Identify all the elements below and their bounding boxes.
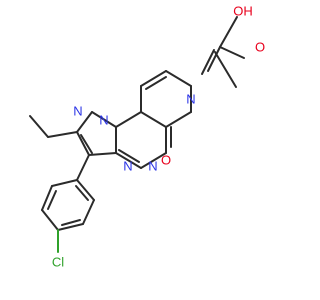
structure-canvas: OH O N O N N N N Cl xyxy=(29,4,265,270)
bond-ch2-n xyxy=(214,51,237,88)
bond-acid-coh xyxy=(219,46,245,59)
bond-phenyl-5 xyxy=(82,199,95,225)
bond-phenyl-double-3 xyxy=(75,185,89,201)
bond-pyrazole-1 xyxy=(91,111,117,128)
bond-phenyl-4 xyxy=(57,223,84,231)
bond-triazine-3 xyxy=(115,152,142,169)
bond-phenyl-double-1 xyxy=(47,190,57,210)
bond-ring6-4 xyxy=(140,111,167,128)
bond-ring6-3 xyxy=(165,111,192,128)
bond-phenyl-2 xyxy=(41,185,53,211)
bond-phenyl-link xyxy=(76,154,90,181)
bond-triazine-double xyxy=(118,149,140,163)
bond-pyrazole-double xyxy=(80,134,93,154)
bond-phenyl-6 xyxy=(76,179,95,201)
atom-n-ring6: N xyxy=(186,92,195,107)
bond-ring6-double xyxy=(145,76,167,90)
atom-n-pyrazole-2: N xyxy=(73,104,82,119)
bond-triazine-4 xyxy=(140,152,167,169)
bond-phenyl-1 xyxy=(51,179,78,187)
molecule-structure: OH O N O N N N N Cl xyxy=(29,4,265,270)
bond-pyrazole-2 xyxy=(76,111,93,133)
bond-pyrazole-3 xyxy=(76,131,90,156)
atom-n-pyrazole-1: N xyxy=(99,113,108,128)
atom-o-ring: O xyxy=(161,153,171,168)
bond-phenyl-double-2 xyxy=(61,219,81,226)
bond-ring6-6 xyxy=(140,70,167,87)
atom-chlorine: Cl xyxy=(52,255,64,270)
bond-triazine-1 xyxy=(115,111,142,128)
atom-oh: OH xyxy=(233,4,253,19)
bond-ethyl-2 xyxy=(29,115,49,138)
atom-o-acid: O xyxy=(255,40,265,55)
bond-ring6-1 xyxy=(165,70,192,87)
atom-n-triazine-1: N xyxy=(123,159,132,174)
bond-acid-c-o-2 xyxy=(207,46,221,72)
atom-n-triazine-2: N xyxy=(148,159,157,174)
bond-ethyl-1 xyxy=(47,131,78,138)
bond-acid-co xyxy=(219,16,238,48)
bond-phenyl-3 xyxy=(41,209,59,231)
bond-pyrazole-4 xyxy=(88,152,117,156)
bond-acid-c-o-1 xyxy=(201,49,215,75)
